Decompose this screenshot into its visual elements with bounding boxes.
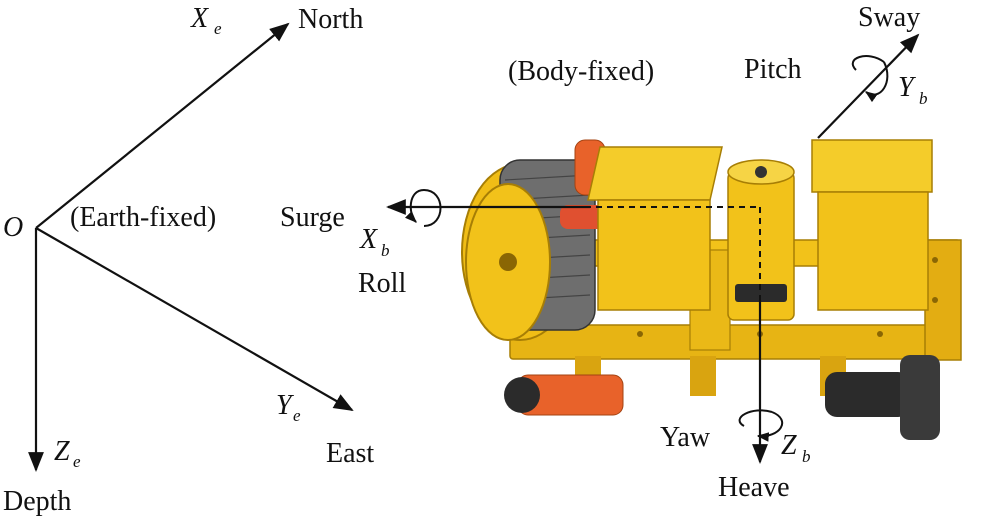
frame-bolts — [637, 257, 938, 337]
earth-frame: O (Earth-fixed) X e North Y e East Z e D… — [3, 3, 374, 517]
box-right-lid — [811, 139, 933, 193]
underwater-vehicle — [461, 139, 962, 440]
body-frame-name: (Body-fixed) — [508, 56, 654, 87]
body-x-symbol: X — [359, 224, 378, 255]
earth-z-subscript: e — [73, 452, 81, 471]
pitch-label: Pitch — [744, 54, 802, 85]
earth-z-symbol: Z — [54, 436, 70, 467]
earth-y-direction-label: East — [326, 438, 374, 469]
earth-z-direction-label: Depth — [3, 486, 71, 517]
yaw-rotation-icon — [738, 409, 784, 442]
thruster-right — [825, 372, 910, 417]
cylinder-band — [735, 284, 787, 302]
frame-foot-mid — [690, 356, 716, 396]
sway-label: Sway — [858, 2, 920, 33]
earth-y-axis-arrow — [35, 227, 354, 411]
body-y-axis-arrow — [817, 33, 920, 139]
heave-label: Heave — [718, 472, 790, 503]
thruster-right-duct — [900, 355, 940, 440]
roll-label: Roll — [358, 268, 406, 299]
winch-center — [499, 253, 517, 271]
body-z-subscript: b — [802, 447, 811, 466]
earth-frame-name: (Earth-fixed) — [70, 202, 216, 233]
frame-right-post — [924, 239, 962, 361]
earth-y-symbol: Y — [276, 390, 295, 421]
box-right-body — [817, 191, 929, 311]
body-x-subscript: b — [381, 241, 390, 260]
body-z-symbol: Z — [781, 430, 797, 461]
box-left-body — [597, 199, 711, 311]
earth-x-axis-arrow — [35, 22, 290, 229]
surge-label: Surge — [280, 202, 345, 233]
roll-rotation-icon — [404, 189, 442, 227]
earth-x-subscript: e — [214, 19, 222, 38]
box-left-lid — [587, 146, 723, 201]
earth-x-symbol: X — [190, 3, 209, 34]
cylinder-cap — [755, 166, 767, 178]
earth-origin-label: O — [3, 212, 23, 243]
earth-x-direction-label: North — [298, 4, 363, 35]
pitch-rotation-icon — [852, 55, 889, 103]
yaw-label: Yaw — [660, 422, 711, 453]
thruster-left-cap — [504, 377, 540, 413]
body-frame: (Body-fixed) Surge X b Roll Sway Pitch Y… — [280, 2, 928, 503]
earth-y-subscript: e — [293, 406, 301, 425]
body-y-subscript: b — [919, 89, 928, 108]
body-y-symbol: Y — [898, 72, 917, 103]
